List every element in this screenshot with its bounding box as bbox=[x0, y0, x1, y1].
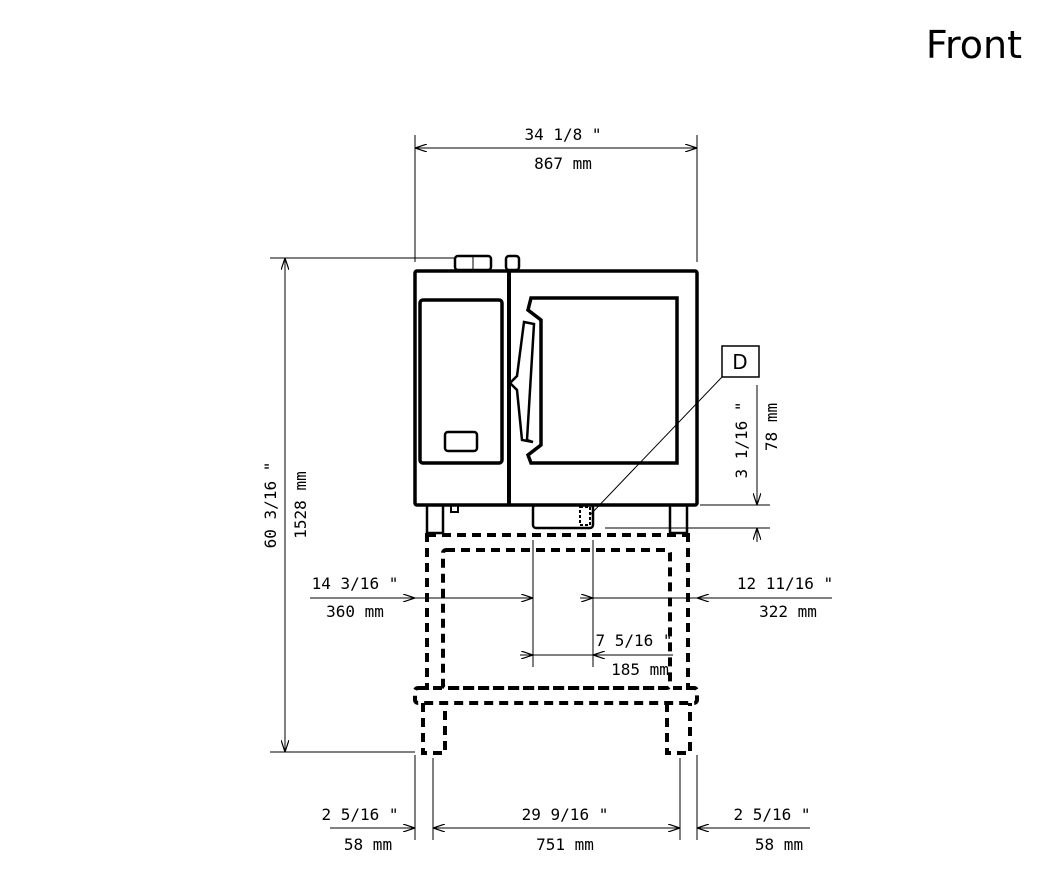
oven-unit bbox=[413, 254, 699, 535]
svg-text:60 3/16 ": 60 3/16 " bbox=[261, 462, 280, 549]
svg-text:34 1/8 ": 34 1/8 " bbox=[524, 125, 601, 144]
svg-text:12 11/16 ": 12 11/16 " bbox=[737, 574, 833, 593]
oven-housing bbox=[413, 269, 699, 507]
svg-text:751 mm: 751 mm bbox=[536, 835, 594, 854]
callout-box bbox=[721, 345, 760, 378]
front-foot-right bbox=[668, 503, 689, 535]
drain-box bbox=[531, 503, 595, 530]
svg-text:1528 mm: 1528 mm bbox=[291, 471, 310, 538]
drain-connection bbox=[579, 506, 591, 526]
water-inlet bbox=[450, 504, 459, 513]
svg-text:2 5/16 ": 2 5/16 " bbox=[733, 805, 810, 824]
svg-text:78 mm: 78 mm bbox=[762, 403, 781, 451]
front-foot-left bbox=[425, 503, 445, 535]
dimension-overall-width: 34 1/8 " 867 mm bbox=[414, 125, 698, 262]
svg-text:867 mm: 867 mm bbox=[534, 154, 592, 173]
svg-text:7 5/16 ": 7 5/16 " bbox=[595, 631, 672, 650]
dimension-drain-height: 3 1/16 " 78 mm bbox=[605, 385, 781, 542]
display-screen bbox=[443, 430, 479, 453]
dimension-legs: 2 5/16 " 58 mm 29 9/16 " 751 mm 2 5/16 "… bbox=[321, 755, 811, 854]
svg-text:58 mm: 58 mm bbox=[755, 835, 803, 854]
dimension-connections: 14 3/16 " 360 mm 12 11/16 " 322 mm 7 5/1… bbox=[310, 540, 833, 679]
vent-knob bbox=[504, 254, 521, 272]
svg-text:58 mm: 58 mm bbox=[344, 835, 392, 854]
dimension-overall-height: 60 3/16 " 1528 mm bbox=[261, 257, 455, 753]
control-panel bbox=[418, 298, 504, 465]
svg-text:29 9/16 ": 29 9/16 " bbox=[522, 805, 609, 824]
svg-text:3 1/16 ": 3 1/16 " bbox=[732, 401, 751, 478]
svg-text:14 3/16 ": 14 3/16 " bbox=[312, 574, 399, 593]
callout-label: D bbox=[732, 350, 747, 374]
door-handle bbox=[508, 320, 536, 444]
svg-text:2 5/16 ": 2 5/16 " bbox=[321, 805, 398, 824]
svg-text:322 mm: 322 mm bbox=[759, 602, 817, 621]
view-title: Front bbox=[926, 23, 1022, 67]
callout-d: D bbox=[589, 345, 760, 516]
svg-text:185 mm: 185 mm bbox=[611, 660, 669, 679]
svg-text:360 mm: 360 mm bbox=[326, 602, 384, 621]
stand-hidden-lines bbox=[413, 533, 699, 755]
door-window bbox=[525, 296, 679, 465]
